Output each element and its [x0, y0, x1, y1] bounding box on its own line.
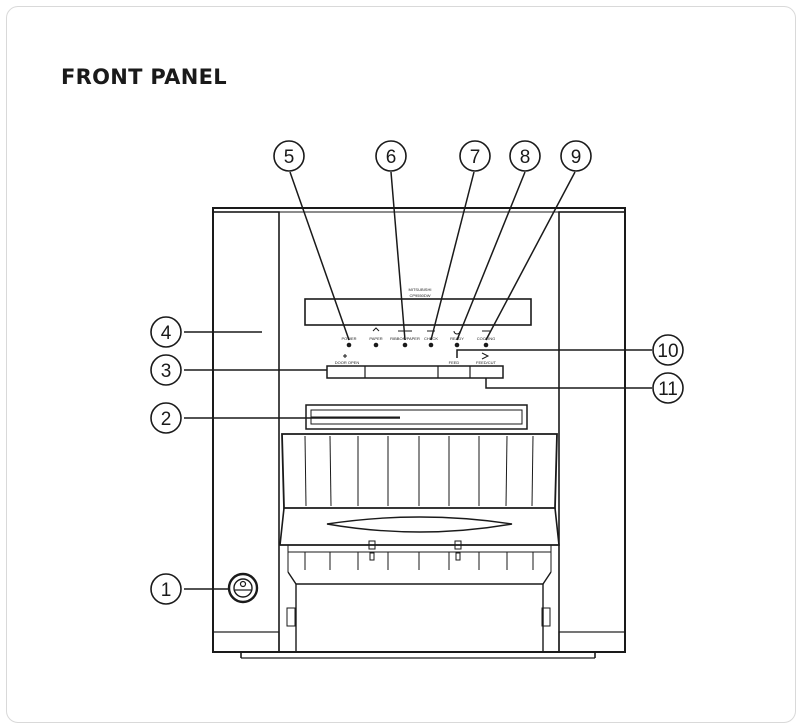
- power-lamp: [346, 342, 352, 348]
- callout-11: 11: [652, 372, 684, 404]
- button-bar: DOOR OPEN FEED FEED/CUT: [326, 352, 504, 379]
- callouts: 1 2 3 4 5 6 7 8: [150, 140, 684, 605]
- paper-cabinet: [286, 545, 552, 652]
- paper-outlet: [305, 404, 528, 430]
- svg-text:7: 7: [470, 147, 481, 168]
- control-panel: MITSUBISHI CP9550DW POWER PAPER RIBBON/P…: [304, 287, 532, 348]
- ready-lamp: [454, 342, 460, 348]
- callout-4: 4: [150, 316, 182, 348]
- svg-text:6: 6: [386, 147, 397, 168]
- brand-label: MITSUBISHI: [409, 287, 432, 292]
- leader-lines: [184, 171, 652, 590]
- handle: [326, 516, 513, 533]
- callout-2: 2: [150, 402, 182, 434]
- svg-text:1: 1: [161, 580, 172, 601]
- power-switch: [227, 572, 259, 604]
- callout-6: 6: [375, 140, 407, 172]
- svg-text:2: 2: [161, 409, 172, 430]
- svg-text:5: 5: [284, 147, 295, 168]
- svg-text:4: 4: [161, 323, 172, 344]
- cooling-lamp: [483, 342, 489, 348]
- callout-9: 9: [560, 140, 592, 172]
- callout-8: 8: [509, 140, 541, 172]
- svg-text:3: 3: [161, 361, 172, 382]
- model-label: CP9550DW: [409, 293, 430, 298]
- tray-cover: [281, 433, 558, 509]
- left-side-panel: [212, 211, 280, 653]
- svg-text:8: 8: [520, 147, 531, 168]
- door-open-label: DOOR OPEN: [335, 360, 360, 365]
- callout-10: 10: [652, 334, 684, 366]
- ribbon-paper-lamp: [402, 342, 408, 348]
- check-lamp: [428, 342, 434, 348]
- callout-5: 5: [273, 140, 305, 172]
- page-title: FRONT PANEL: [61, 65, 227, 89]
- svg-text:11: 11: [658, 379, 678, 400]
- callout-7: 7: [459, 140, 491, 172]
- indicator-row: [346, 342, 489, 348]
- callout-3: 3: [150, 354, 182, 386]
- feed-cut-label: FEED/CUT: [476, 360, 497, 365]
- paper-lamp: [373, 342, 379, 348]
- feed-label: FEED: [449, 360, 460, 365]
- svg-text:10: 10: [657, 341, 678, 362]
- callout-1: 1: [150, 573, 182, 605]
- printer-body: [212, 207, 626, 659]
- svg-text:9: 9: [571, 147, 582, 168]
- right-side-panel: [558, 211, 626, 653]
- paper-button-label: PAPER: [369, 336, 382, 341]
